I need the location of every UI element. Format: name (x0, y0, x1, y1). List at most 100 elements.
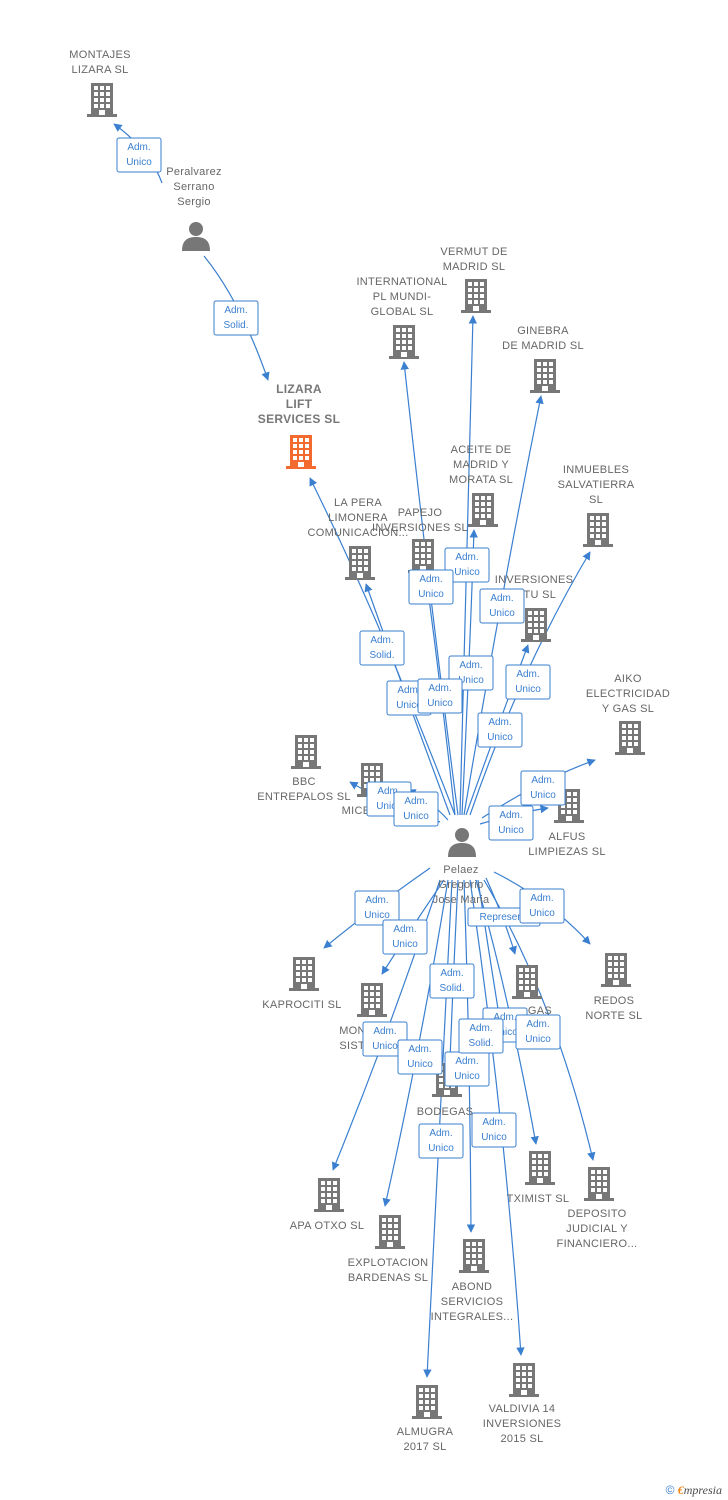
node-label: MONTAJES (69, 49, 130, 61)
node-label: Peralvarez (166, 166, 222, 178)
edge-label-text: Adm. (373, 1026, 396, 1037)
edge-label-text: Represent. (480, 912, 529, 923)
edge-label-box (444, 547, 490, 583)
building-icon (584, 1167, 614, 1201)
edge-label-pelaez-to-deposito[interactable]: Adm.Unico (515, 1014, 561, 1050)
edge-label-text: Unico (492, 1027, 518, 1038)
edge-label-pelaez-to-lizara[interactable]: Adm. Solid. (359, 630, 405, 666)
node-label: BODEGAS (417, 1106, 474, 1118)
node-apaotxo[interactable]: APA OTXO SL (290, 1178, 365, 1232)
node-kaprociti[interactable]: KAPROCITI SL (262, 957, 341, 1011)
node-tximist[interactable]: TXIMIST SL (507, 1151, 570, 1205)
node-lapera[interactable]: LA PERALIMONERACOMUNICACION... (307, 497, 408, 580)
node-gas[interactable]: GAS (512, 965, 552, 1017)
node-label: INVERSIONES (495, 574, 574, 586)
edge-label-pelaez-to-montsiste[interactable]: Adm.Unico (382, 919, 428, 955)
edge-label-pelaez-to-papejo[interactable]: Adm.Unico (408, 569, 454, 605)
edge-label-box (408, 569, 454, 605)
edge-label-text: Adm. (493, 1012, 516, 1023)
building-icon (408, 539, 438, 573)
node-label: LIFT (286, 397, 313, 411)
edge-label-pelaez-to-almugra[interactable]: Adm.Unico (418, 1123, 464, 1159)
edge-label-pelaez-to-ginebra[interactable]: Adm.Unico (477, 712, 523, 748)
edge-label-text: Adm. (370, 635, 393, 646)
edge-label-pelaez-to-aceite[interactable]: Adm.Unico (444, 547, 490, 583)
building-icon (615, 721, 645, 755)
edge-label-text: Unico (530, 790, 556, 801)
edge-label-text: Adm. (365, 895, 388, 906)
edge-label-text: Unico (392, 939, 418, 950)
building-icon (314, 1178, 344, 1212)
node-label: LIZARA (276, 382, 322, 396)
edge-label-pelaez-to-inversiones_ritu[interactable]: Adm.Unico (479, 588, 525, 624)
edge-label-pelaez-to-redos[interactable]: Adm.Unico (519, 888, 565, 924)
edge-label-text: Unico (454, 1071, 480, 1082)
edge-label-pelaez-to-kaprociti[interactable]: Adm. Unico (354, 890, 400, 926)
edge-labels-layer: Adm.UnicoAdm.Solid.Adm.Solid.Adm.UnicoAd… (116, 137, 566, 1159)
edge-label-peralvarez-to-lizara[interactable]: Adm.Solid. (213, 300, 259, 336)
edge-label-text: Solid. (369, 650, 394, 661)
edge-label-pelaez-to-alfus[interactable]: Adm.Unico (488, 805, 534, 841)
node-label: JUDICIAL Y (566, 1223, 628, 1235)
edge-label-text: Adm. (224, 305, 247, 316)
building-icon (509, 1363, 539, 1397)
edge-label-pelaez-to-gas[interactable]: Adm.Solid. (458, 1018, 504, 1054)
edge-label-box (429, 963, 475, 999)
edge-label-box (519, 888, 565, 924)
empresia-footer[interactable]: © €mpresia (666, 1483, 722, 1498)
node-label: INMUEBLES (563, 464, 629, 476)
edge-label-pelaez-to-mice[interactable]: Adm.Unico (393, 791, 439, 827)
edge-label-text: Adm. (408, 1044, 431, 1055)
edge-label-text: Unico (364, 910, 390, 921)
node-label: REDOS (594, 995, 635, 1007)
edge-label-pelaez-to-explotacion[interactable]: Adm.Unico (397, 1039, 443, 1075)
edge-label-pelaez-to-bodegas[interactable]: Adm.Solid. (429, 963, 475, 999)
building-icon (583, 513, 613, 547)
edge-label-text: Adm. (459, 660, 482, 671)
edge-label-box (515, 1014, 561, 1050)
edge-label-peralvarez-to-montajes[interactable]: Adm.Unico (116, 137, 162, 173)
edge-label-pelaez-to-abond[interactable]: Adm.Unico (444, 1051, 490, 1087)
edge-label-pelaez-to-lapera[interactable]: Adm.Unico (417, 678, 463, 714)
edge-label-box (116, 137, 162, 173)
node-label: DE MADRID SL (502, 340, 584, 352)
node-mice[interactable]: MICE (342, 763, 387, 817)
edge-label-pelaez-to-inmuebles[interactable]: Adm.Unico (505, 664, 551, 700)
edge-label-pelaez-to-valdivia[interactable]: Adm.Unico (471, 1112, 517, 1148)
node-label: BARDENAS SL (348, 1272, 428, 1284)
edge-label-pelaez-to-apaotxo[interactable]: Adm.Unico (362, 1021, 408, 1057)
building-icon (525, 1151, 555, 1185)
edge-label-text: Unico (376, 801, 402, 812)
node-montajes[interactable]: MONTAJES LIZARA SL (69, 49, 130, 117)
node-label: ACEITE DE (451, 444, 512, 456)
edge-label-text: Unico (458, 675, 484, 686)
edge-label-text: Adm. (490, 593, 513, 604)
person-icon (448, 828, 476, 857)
node-label: COMUNICACION... (307, 527, 408, 539)
node-bodegas[interactable]: BODEGAS (417, 1063, 474, 1118)
node-label: LIZARA SL (71, 64, 128, 76)
node-label: INVERSIONES (483, 1418, 562, 1430)
node-label: MADRID Y (453, 459, 509, 471)
edge-label-pelaez-to-aiko[interactable]: Adm.Unico (520, 770, 566, 806)
node-label: INVERSIONES SL (372, 522, 468, 534)
node-abond[interactable]: ABONDSERVICIOSINTEGRALES... (431, 1239, 514, 1323)
edge-label-text: Unico (396, 700, 422, 711)
